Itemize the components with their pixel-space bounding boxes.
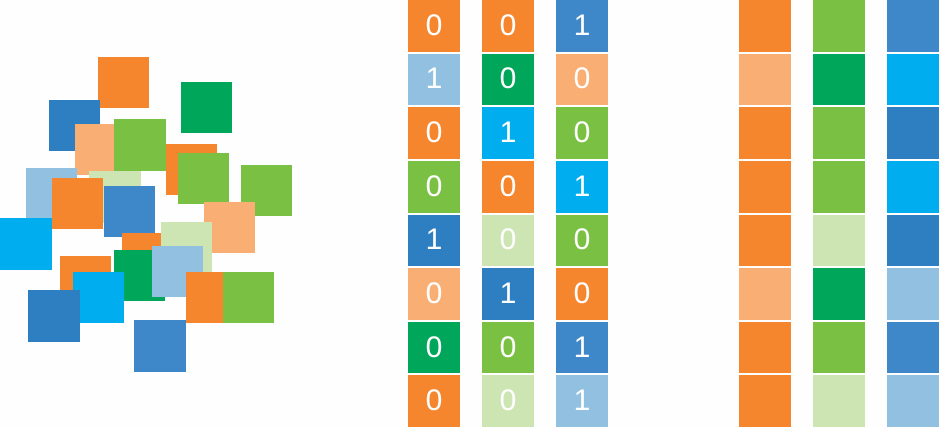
grid-cell[interactable]: 1 [408, 53, 460, 106]
grid-cell[interactable]: 0 [408, 0, 460, 52]
column-c: 1 0 0 1 0 0 1 1 [556, 0, 608, 427]
column-b: 0 0 1 0 0 1 0 0 [482, 0, 534, 427]
grid-cell[interactable] [813, 0, 865, 52]
square-blue-bottom [134, 320, 186, 372]
grid-cell[interactable]: 0 [408, 268, 460, 320]
cell-digit: 0 [499, 169, 517, 203]
cell-digit: 0 [425, 330, 443, 364]
grid-cell[interactable] [887, 160, 939, 213]
square-cyan-far-left [0, 218, 52, 270]
cell-digit: 0 [499, 384, 517, 418]
grid-cell[interactable]: 1 [556, 375, 608, 427]
grid-cell[interactable] [739, 321, 791, 374]
cell-digit: 1 [573, 8, 591, 42]
column-d [739, 0, 791, 427]
grid-cell[interactable]: 0 [482, 53, 534, 106]
scatter-square-panel [0, 0, 320, 427]
binary-coded-column-group: 0 1 0 0 1 0 0 0 0 0 1 0 0 1 0 0 1 0 0 1 0 0 1 1 [408, 0, 608, 427]
square-green-top-right [181, 82, 232, 133]
column-e [813, 0, 865, 427]
grid-cell[interactable] [739, 268, 791, 320]
cell-digit: 1 [425, 62, 443, 96]
grid-cell[interactable] [887, 53, 939, 106]
cell-digit: 0 [573, 116, 591, 150]
grid-cell[interactable] [813, 375, 865, 427]
column-f [887, 0, 939, 427]
grid-cell[interactable]: 0 [482, 214, 534, 267]
grid-cell[interactable]: 0 [482, 160, 534, 213]
grid-cell[interactable] [739, 53, 791, 106]
grid-cell[interactable] [887, 107, 939, 159]
grid-cell[interactable]: 0 [408, 107, 460, 159]
cell-digit: 0 [499, 223, 517, 257]
cell-digit: 0 [573, 62, 591, 96]
grid-cell[interactable] [739, 0, 791, 52]
cell-digit: 0 [425, 384, 443, 418]
grid-cell[interactable]: 1 [408, 214, 460, 267]
grid-cell[interactable]: 0 [556, 268, 608, 320]
grid-cell[interactable] [739, 107, 791, 159]
square-blue-center [104, 186, 155, 237]
cell-digit: 0 [425, 8, 443, 42]
grid-cell[interactable]: 0 [482, 321, 534, 374]
grid-cell[interactable] [739, 214, 791, 267]
cell-digit: 0 [425, 116, 443, 150]
square-light-orange-east [204, 202, 255, 253]
cell-digit: 0 [425, 276, 443, 310]
grid-cell[interactable] [813, 53, 865, 106]
grid-cell[interactable]: 1 [556, 160, 608, 213]
grid-cell[interactable]: 0 [408, 321, 460, 374]
grid-cell[interactable] [813, 321, 865, 374]
grid-cell[interactable] [813, 214, 865, 267]
grid-cell[interactable]: 0 [556, 53, 608, 106]
grid-cell[interactable] [739, 375, 791, 427]
square-medgreen-lower-e [223, 272, 274, 323]
square-blue-bottom-left [28, 290, 80, 342]
grid-cell[interactable] [813, 160, 865, 213]
cell-digit: 1 [573, 384, 591, 418]
grid-cell[interactable] [739, 160, 791, 213]
cell-digit: 0 [573, 276, 591, 310]
cell-digit: 0 [425, 169, 443, 203]
grid-cell[interactable]: 1 [482, 268, 534, 320]
square-orange-left-low [52, 178, 103, 229]
grid-cell[interactable]: 1 [556, 0, 608, 52]
column-a: 0 1 0 0 1 0 0 0 [408, 0, 460, 427]
grid-cell[interactable]: 0 [556, 214, 608, 267]
grid-cell[interactable]: 1 [556, 321, 608, 374]
cell-digit: 0 [499, 62, 517, 96]
cell-digit: 0 [499, 330, 517, 364]
grid-cell[interactable] [887, 375, 939, 427]
square-cyan-lower-left [73, 272, 124, 323]
grid-cell[interactable] [887, 0, 939, 52]
cell-digit: 1 [573, 169, 591, 203]
grid-cell[interactable]: 1 [482, 107, 534, 159]
unlabelled-color-column-group [739, 0, 939, 427]
cell-digit: 0 [573, 223, 591, 257]
cell-digit: 1 [499, 276, 517, 310]
square-medgreen-center [114, 119, 166, 171]
grid-cell[interactable] [813, 268, 865, 320]
grid-cell[interactable] [887, 214, 939, 267]
cell-digit: 1 [425, 223, 443, 257]
grid-cell[interactable]: 0 [556, 107, 608, 159]
square-orange-top [98, 57, 149, 108]
cell-digit: 1 [573, 330, 591, 364]
grid-cell[interactable]: 0 [408, 375, 460, 427]
grid-cell[interactable] [813, 107, 865, 159]
grid-cell[interactable]: 0 [482, 0, 534, 52]
grid-cell[interactable]: 0 [408, 160, 460, 213]
grid-cell[interactable]: 0 [482, 375, 534, 427]
grid-cell[interactable] [887, 321, 939, 374]
cell-digit: 0 [499, 8, 517, 42]
cell-digit: 1 [499, 116, 517, 150]
square-medgreen-right [178, 153, 229, 204]
grid-cell[interactable] [887, 268, 939, 320]
